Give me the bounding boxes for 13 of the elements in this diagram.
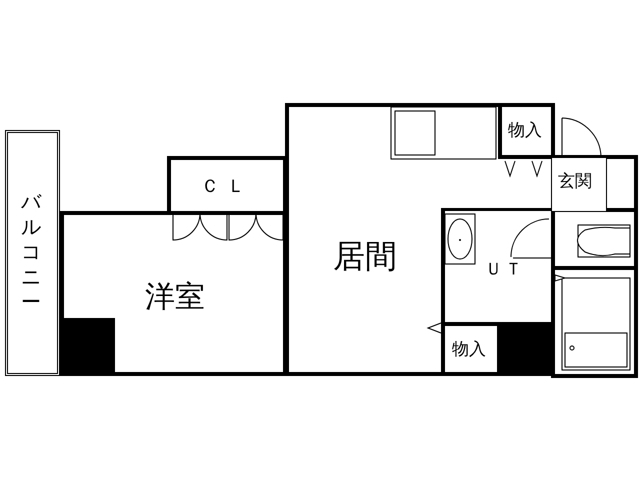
room-label: バルコニー [20, 190, 42, 314]
room-label: 居間 [333, 236, 397, 277]
room-label: 玄関 [558, 170, 592, 192]
room [285, 103, 555, 376]
room [60, 211, 287, 376]
room-label: ＵＴ [485, 258, 525, 280]
room [551, 157, 607, 212]
room-label: 物入 [508, 120, 542, 142]
room-label: 洋室 [145, 278, 205, 316]
balcony [5, 130, 60, 376]
room-label: ＣＬ [201, 175, 253, 198]
closet [167, 156, 287, 213]
room-label: 物入 [452, 338, 486, 360]
